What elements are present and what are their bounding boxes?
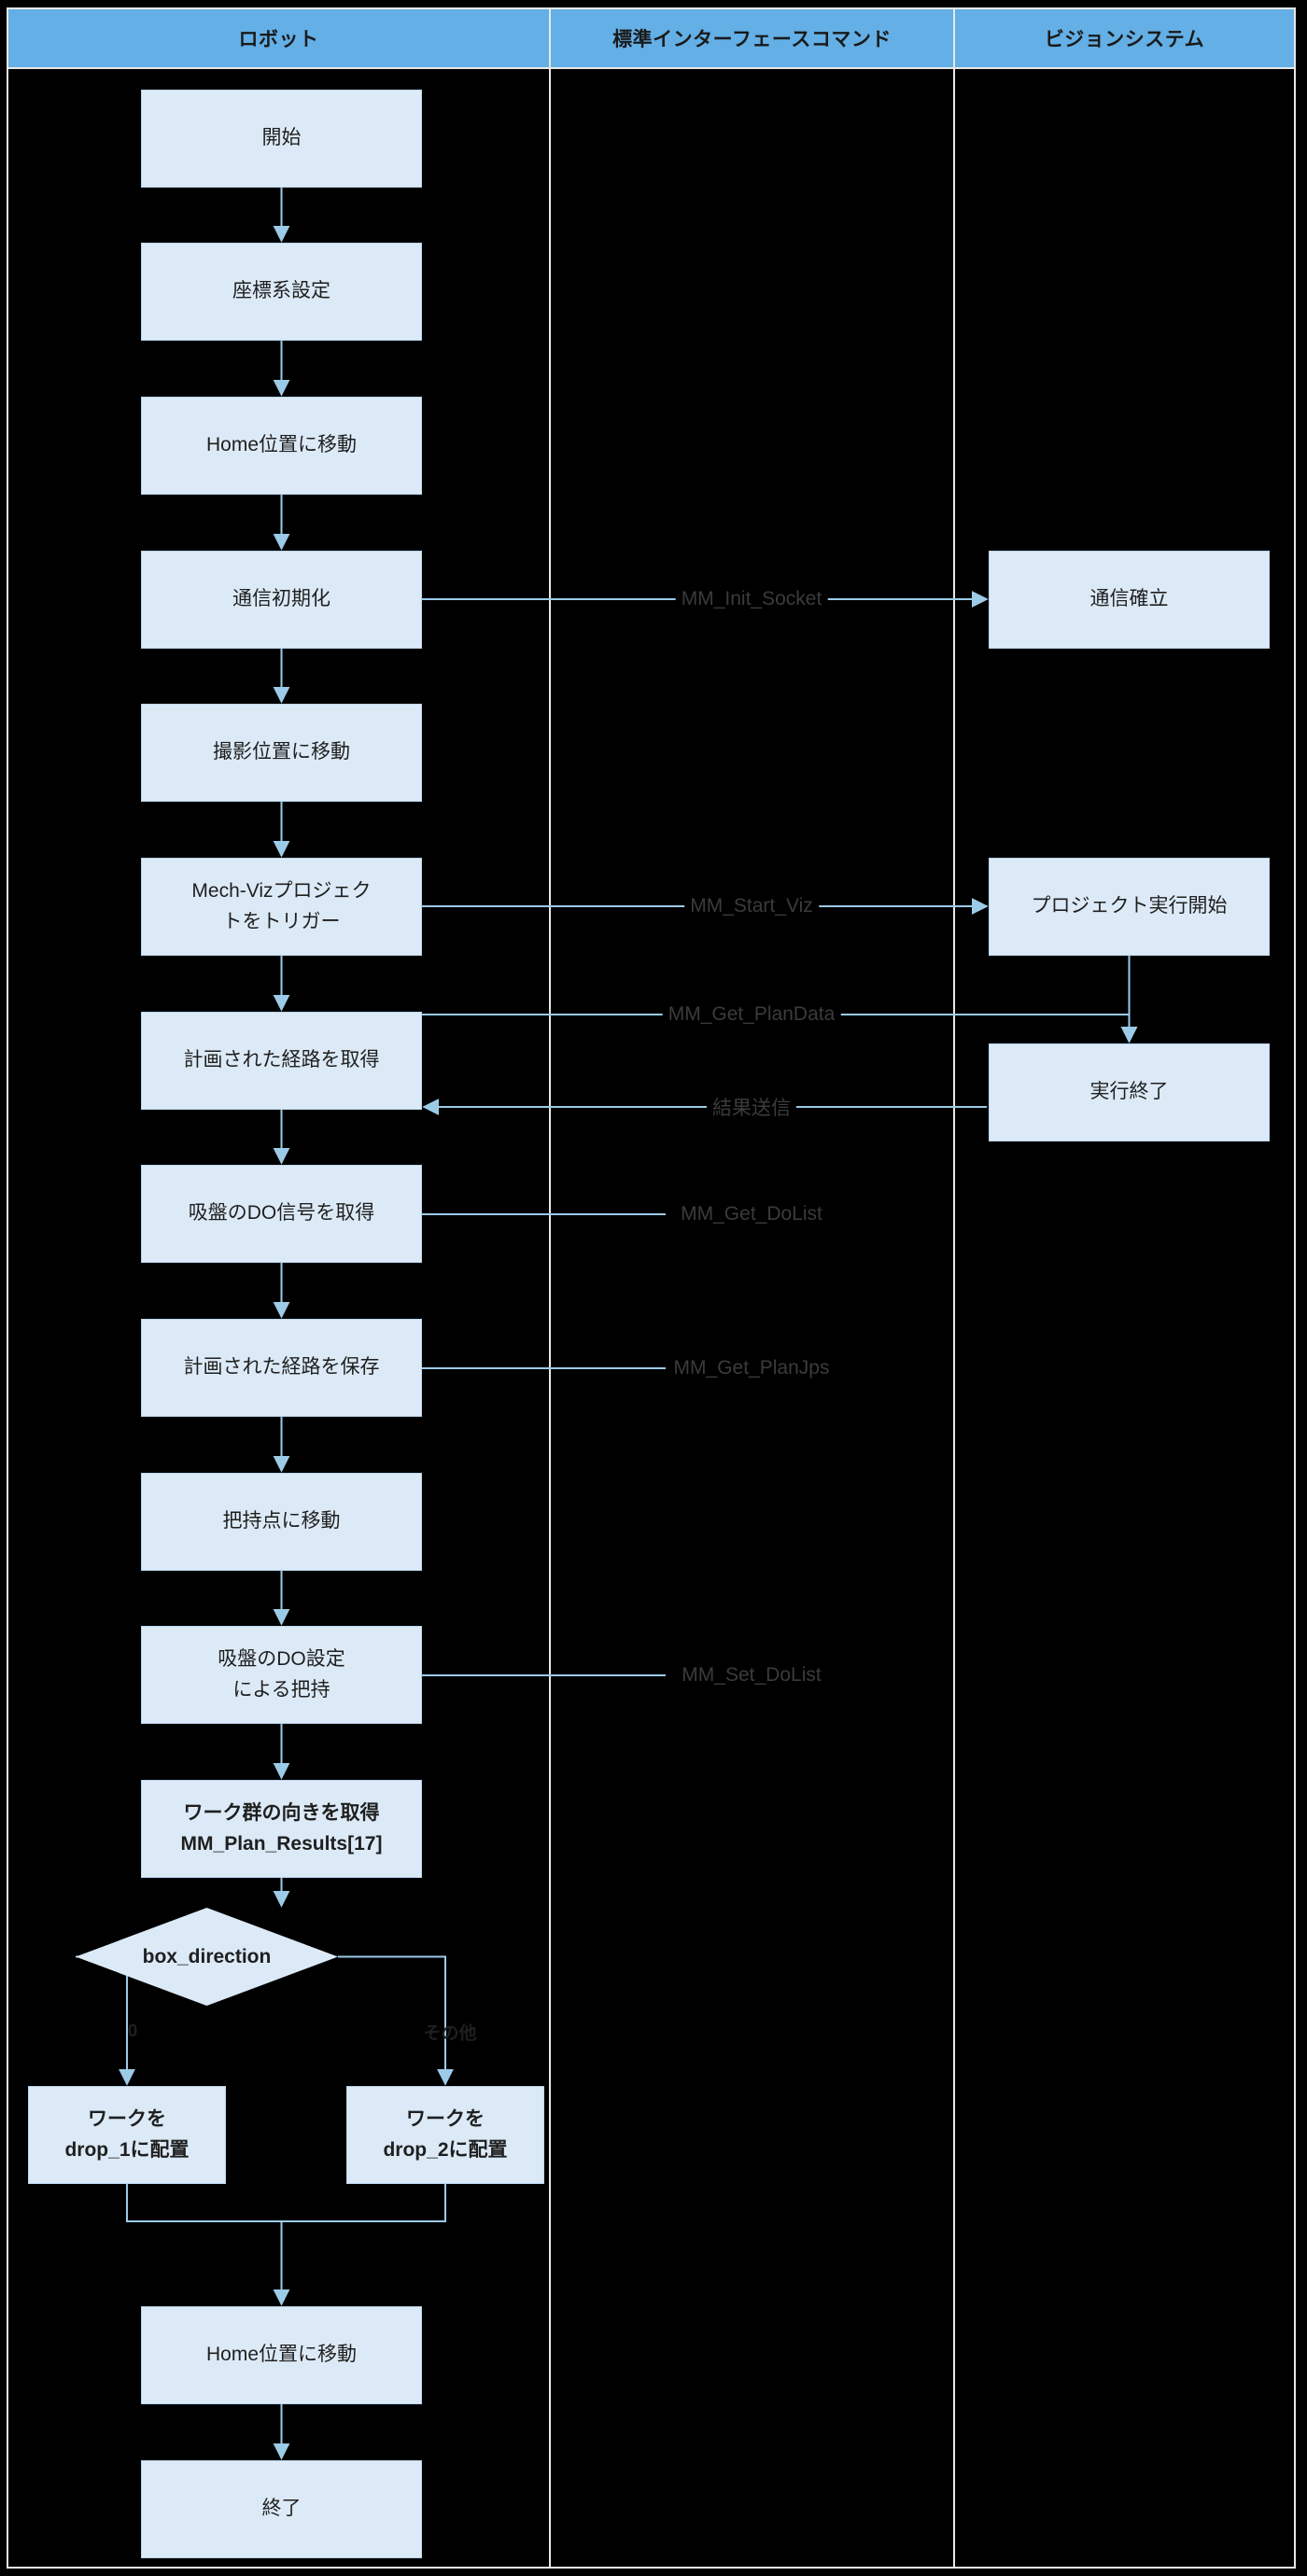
node-setdo[interactable]: 吸盤のDO設定による把持 bbox=[141, 1626, 422, 1724]
node-trigviz-line-0: Mech-Vizプロジェク bbox=[191, 879, 372, 902]
lane-divider-2 bbox=[953, 7, 955, 2569]
node-movepick[interactable]: 把持点に移動 bbox=[141, 1473, 422, 1571]
edge-label-get_planjps: MM_Get_PlanJps bbox=[668, 1357, 836, 1379]
node-end[interactable]: 終了 bbox=[141, 2460, 422, 2558]
edge-label-get_plandata: MM_Get_PlanData bbox=[662, 1003, 841, 1026]
node-start[interactable]: 開始 bbox=[141, 90, 422, 188]
lane-header-robot-label: ロボット bbox=[238, 29, 319, 50]
branch-zero-label: 0 bbox=[127, 2022, 138, 2041]
node-end-line-0: 終了 bbox=[261, 2498, 302, 2520]
node-drop2-line-1: drop_2に配置 bbox=[383, 2138, 508, 2161]
node-projstart[interactable]: プロジェクト実行開始 bbox=[989, 858, 1270, 956]
node-projend-line-0: 実行終了 bbox=[1089, 1081, 1169, 1103]
lane-header-command-label: 標準インターフェースコマンド bbox=[612, 29, 892, 50]
node-commok-line-0: 通信確立 bbox=[1089, 588, 1169, 610]
node-trigviz-line-1: トをトリガー bbox=[222, 910, 341, 932]
node-commok[interactable]: 通信確立 bbox=[989, 551, 1270, 649]
node-trigviz[interactable]: Mech-Vizプロジェクトをトリガー bbox=[141, 858, 422, 956]
lane-header-robot: ロボット bbox=[8, 9, 549, 67]
edge-label-start_viz: MM_Start_Viz bbox=[684, 895, 819, 917]
node-saveplan[interactable]: 計画された経路を保存 bbox=[141, 1319, 422, 1417]
node-initcomm[interactable]: 通信初期化 bbox=[141, 551, 422, 649]
lane-header-command: 標準インターフェースコマンド bbox=[551, 9, 953, 67]
edge-label-send_result: 結果送信 bbox=[707, 1093, 796, 1121]
node-drop2[interactable]: ワークを drop_2に配置 bbox=[346, 2086, 544, 2184]
node-home2-line-0: Home位置に移動 bbox=[205, 2344, 358, 2366]
lane-header-vision-label: ビジョンシステム bbox=[1044, 29, 1205, 50]
node-getplan[interactable]: 計画された経路を取得 bbox=[141, 1012, 422, 1110]
node-drop2-line-0: ワークを bbox=[406, 2107, 485, 2130]
branch-other-label: その他 bbox=[423, 2023, 477, 2044]
node-drop1[interactable]: ワークを drop_1に配置 bbox=[28, 2086, 226, 2184]
node-projend[interactable]: 実行終了 bbox=[989, 1043, 1270, 1141]
lane-header-vision: ビジョンシステム bbox=[955, 9, 1294, 67]
node-setdo-line-1: による把持 bbox=[232, 1678, 330, 1701]
lane-divider-1 bbox=[549, 7, 551, 2569]
node-home2[interactable]: Home位置に移動 bbox=[141, 2306, 422, 2404]
edge-label-init_socket: MM_Init_Socket bbox=[675, 588, 828, 610]
node-setdo-line-0: 吸盤のDO設定 bbox=[218, 1647, 345, 1670]
node-coord[interactable]: 座標系設定 bbox=[141, 243, 422, 341]
node-initcomm-line-0: 通信初期化 bbox=[232, 588, 330, 610]
node-saveplan-line-0: 計画された経路を保存 bbox=[183, 1356, 380, 1379]
edge-drops-merge bbox=[126, 2184, 446, 2222]
node-home1-line-0: Home位置に移動 bbox=[205, 434, 358, 456]
lane-header-rule bbox=[8, 67, 1294, 69]
node-start-line-0: 開始 bbox=[261, 127, 302, 149]
decision-label: box_direction bbox=[142, 1945, 272, 1967]
node-home1[interactable]: Home位置に移動 bbox=[141, 397, 422, 495]
decision-boxdir[interactable]: box_direction bbox=[76, 1908, 338, 2006]
node-movecapture[interactable]: 撮影位置に移動 bbox=[141, 704, 422, 802]
node-movepick-line-0: 把持点に移動 bbox=[222, 1510, 341, 1533]
node-coord-line-0: 座標系設定 bbox=[232, 280, 330, 302]
node-movecapture-line-0: 撮影位置に移動 bbox=[213, 741, 350, 763]
node-drop1-line-0: ワークを bbox=[88, 2107, 166, 2130]
swimlane-frame bbox=[7, 7, 1296, 2569]
edge-label-get_dolist: MM_Get_DoList bbox=[675, 1203, 828, 1225]
node-getdo[interactable]: 吸盤のDO信号を取得 bbox=[141, 1165, 422, 1263]
node-planresults[interactable]: ワーク群の向きを取得 MM_Plan_Results[17] bbox=[141, 1780, 422, 1878]
node-projstart-line-0: プロジェクト実行開始 bbox=[1031, 895, 1228, 917]
node-planresults-line-0: ワーク群の向きを取得 bbox=[183, 1801, 380, 1824]
node-planresults-line-1: MM_Plan_Results[17] bbox=[180, 1832, 383, 1855]
node-getdo-line-0: 吸盤のDO信号を取得 bbox=[188, 1202, 375, 1225]
edge-label-set_dolist: MM_Set_DoList bbox=[676, 1664, 827, 1687]
node-getplan-line-0: 計画された経路を取得 bbox=[183, 1049, 380, 1071]
node-drop1-line-1: drop_1に配置 bbox=[64, 2138, 190, 2161]
